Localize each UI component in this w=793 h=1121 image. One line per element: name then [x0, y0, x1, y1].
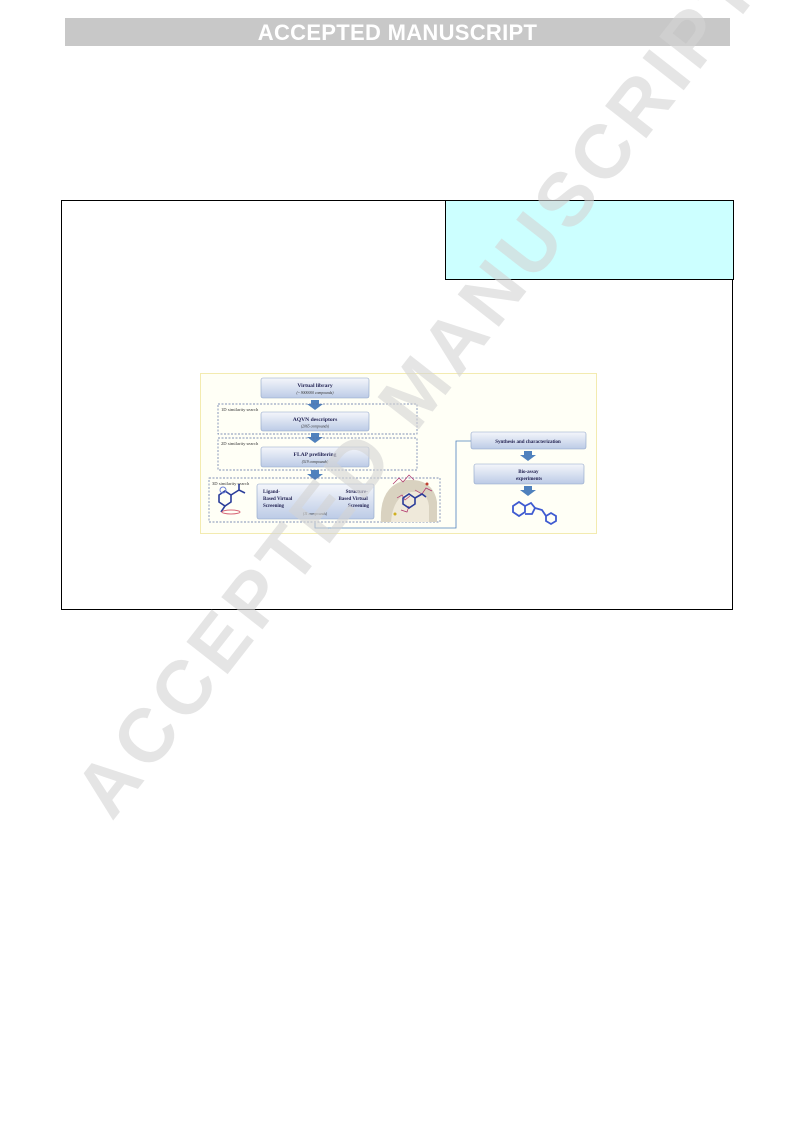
virtual-library-title: Virtual library	[297, 383, 333, 389]
graphical-abstract-frame	[61, 200, 733, 610]
sbvs-line: Based Virtual	[338, 497, 368, 502]
arrow-down-icon	[307, 470, 323, 480]
bioassay-title: Bio-assay experiments	[516, 470, 542, 482]
highlight-box	[445, 200, 734, 280]
lbvs-line: Screening	[263, 504, 285, 509]
protein-pocket-icon	[380, 474, 437, 522]
ligand-molecule-icon	[218, 484, 246, 513]
bioassay-line: Bio-assay	[518, 470, 539, 475]
arrow-down-icon	[520, 451, 536, 461]
bioassay-box	[473, 463, 585, 485]
sbvs-label: Structure- Based Virtual Screening	[338, 490, 369, 509]
aqvn-title: AQVN descriptors	[293, 417, 338, 423]
virtual-library-box	[260, 377, 370, 399]
virtual-library-count: (~ 9000000 compounds)	[296, 391, 334, 395]
screening-workflow-diagram: Virtual library (~ 9000000 compounds) 1D…	[208, 377, 587, 529]
sbvs-line: Structure-	[346, 490, 368, 495]
graphical-abstract: Virtual library (~ 9000000 compounds) 1D…	[200, 373, 597, 534]
stage-3d-panel	[208, 477, 441, 523]
flap-box	[260, 446, 370, 468]
sbvs-line: Screening	[348, 504, 370, 509]
lbvs-label: Ligand- Based Virtual Screening	[263, 490, 294, 509]
arrow-down-icon	[520, 486, 536, 496]
stage-1d-label: 1D similarity search	[221, 407, 259, 412]
stage-3d-label: 3D similarity search	[212, 481, 250, 486]
arrow-down-icon	[307, 400, 323, 410]
arrow-down-icon	[307, 433, 323, 443]
vs-count: (11 compounds)	[303, 512, 328, 516]
connector-line	[314, 440, 471, 529]
aqvn-box	[260, 411, 370, 432]
ligand-highlight-icon	[221, 509, 241, 515]
hit-compound-icon	[512, 500, 557, 526]
stage-2d-label: 2D similarity search	[221, 441, 259, 446]
aqvn-count: (2065 compounds)	[301, 425, 330, 429]
lbvs-line: Ligand-	[263, 490, 280, 495]
flap-title: FLAP prefiltering	[294, 452, 337, 458]
synthesis-box	[470, 431, 587, 450]
stage-1d-panel	[217, 403, 418, 435]
lbvs-line: Based Virtual	[263, 497, 293, 502]
accepted-manuscript-banner: ACCEPTED MANUSCRIPT	[65, 18, 730, 46]
synthesis-title: Synthesis and characterization	[495, 440, 561, 445]
bioassay-line: experiments	[516, 477, 542, 482]
vs-box	[256, 483, 375, 520]
flap-count: (519 compounds)	[302, 460, 329, 464]
